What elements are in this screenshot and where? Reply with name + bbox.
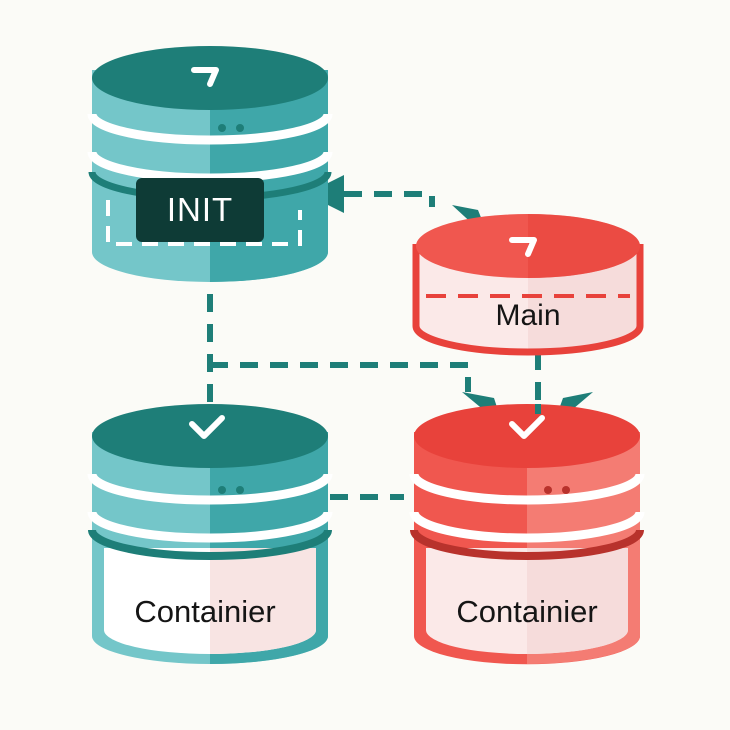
main-top-shade xyxy=(528,214,640,278)
connector-main-to-init xyxy=(344,191,435,207)
connector-init-to-container-right xyxy=(210,362,471,392)
container-left-dot-1 xyxy=(218,486,226,494)
init-label: INIT xyxy=(166,191,234,228)
chevron-right-icon xyxy=(191,67,219,87)
container-left-panel-shade xyxy=(210,548,316,654)
node-init xyxy=(87,46,333,282)
container-left-dot-2 xyxy=(236,486,244,494)
container-right-panel-shade xyxy=(527,548,628,654)
chevron-down-icon xyxy=(509,415,545,439)
container-left-rim-lower xyxy=(87,511,333,543)
container-left-band-dark xyxy=(88,529,332,560)
node-container-left xyxy=(87,404,333,664)
init-rim-upper xyxy=(87,113,333,145)
container-left-label: Containier xyxy=(134,594,276,629)
container-left-rim-upper xyxy=(87,473,333,505)
init-rim-lower xyxy=(87,151,333,183)
main-label: Main xyxy=(495,299,561,332)
container-right-dot-1 xyxy=(544,486,552,494)
container-right-dot-2 xyxy=(562,486,570,494)
container-right-band-dark xyxy=(410,529,644,560)
connectors xyxy=(207,191,541,500)
node-main xyxy=(412,214,644,356)
container-right-rim-upper xyxy=(409,473,645,505)
main-outline xyxy=(412,244,644,356)
container-left-top xyxy=(92,404,328,468)
container-right-label: Containier xyxy=(456,594,598,629)
init-dashed-line xyxy=(106,200,302,246)
chevron-right-icon xyxy=(509,237,537,257)
container-right-rim-lower xyxy=(409,511,645,543)
init-dot-2 xyxy=(236,124,244,132)
chevron-down-icon xyxy=(189,415,225,439)
init-dot-1 xyxy=(218,124,226,132)
init-label-plate xyxy=(136,178,264,242)
